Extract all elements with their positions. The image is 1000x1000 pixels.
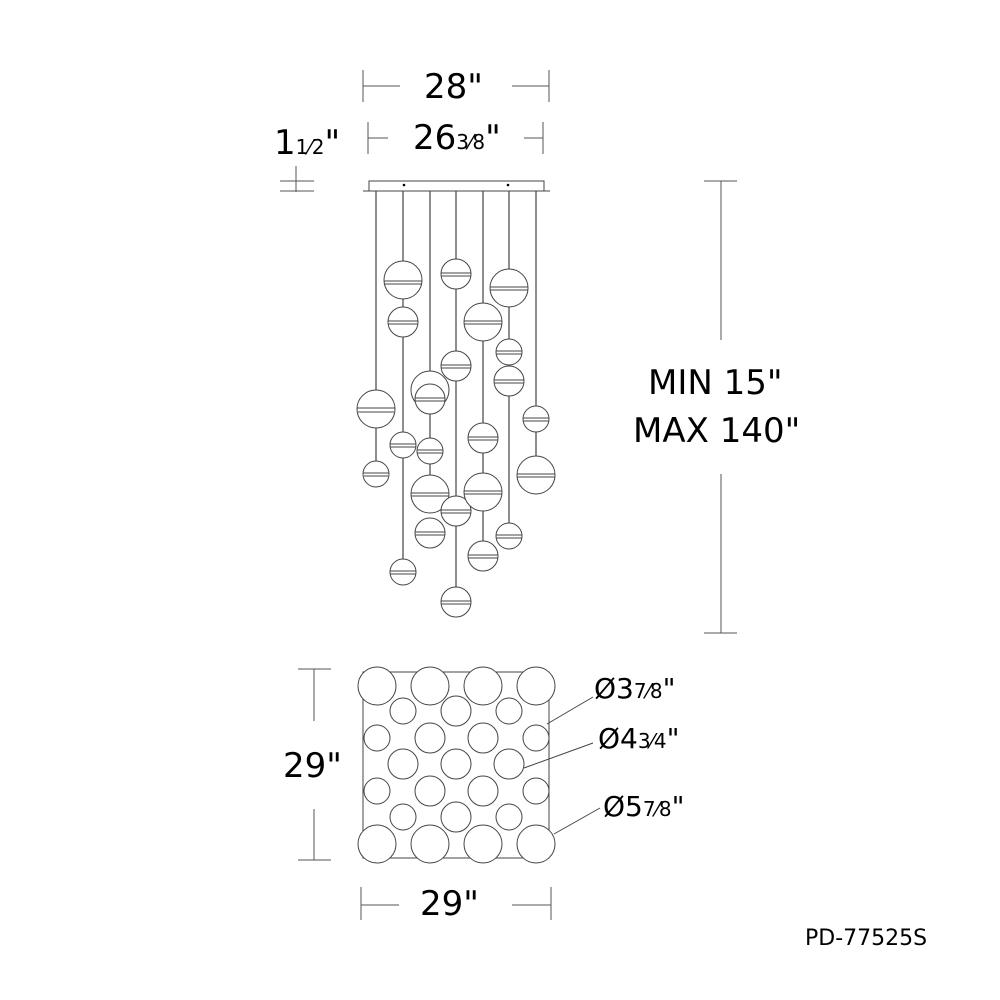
overall-width-label: 28" — [424, 67, 483, 107]
model-number: PD-77525S — [805, 926, 928, 951]
plan-depth-label: 29" — [283, 746, 342, 786]
overall-height-min-label: MIN 15" — [648, 363, 783, 403]
canopy-width-dimension — [367, 122, 544, 154]
diameter-small-label: Ø37⁄8" — [594, 672, 676, 705]
canopy-width-suffix: " — [485, 118, 501, 158]
canopy-height-label: 11⁄2" — [274, 126, 340, 160]
canopy-height-dimension — [280, 166, 314, 192]
canopy-width-whole: 26 — [413, 118, 457, 158]
diameter-large-label: Ø57⁄8" — [603, 790, 685, 823]
overall-width-dimension — [362, 70, 550, 102]
plan-width-label: 29" — [420, 884, 479, 924]
canopy-width-fraction: 3⁄8 — [456, 130, 486, 154]
canopy-width-label: 263⁄8" — [413, 121, 501, 155]
pendant-globes — [356, 258, 556, 618]
canopy-height-suffix: " — [324, 123, 341, 163]
canopy — [363, 180, 550, 192]
overall-height-max-label: MAX 140" — [633, 411, 801, 451]
canopy-height-whole: 1 — [274, 123, 296, 163]
diameter-leaders — [523, 696, 601, 835]
canopy-height-fraction: 1⁄2 — [295, 135, 325, 159]
diameter-medium-label: Ø43⁄4" — [598, 722, 680, 755]
plan-width-dimension — [360, 887, 552, 920]
plan-view — [357, 666, 556, 864]
overall-height-dimension — [704, 180, 737, 634]
plan-depth-dimension — [298, 668, 331, 861]
